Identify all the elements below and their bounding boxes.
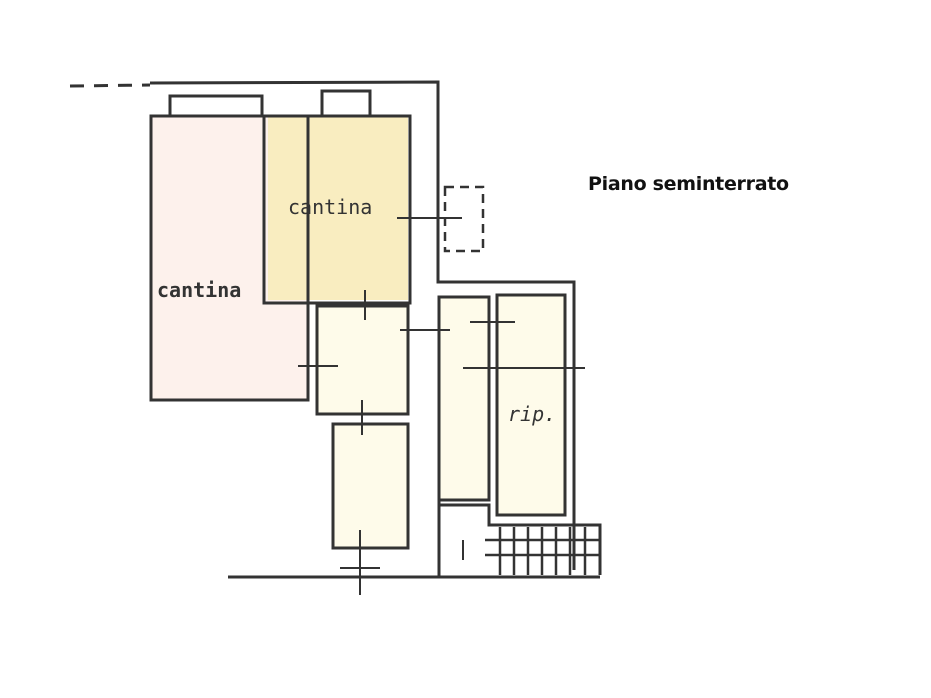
- room-cantina-right: [268, 116, 408, 300]
- walls: [69, 80, 602, 579]
- room-rip: [497, 296, 565, 515]
- room-bottom: [333, 424, 408, 548]
- room-corridor: [439, 298, 489, 500]
- room-small: [317, 306, 408, 413]
- door-marks: [298, 217, 585, 595]
- room-label-cantina-right: cantina: [288, 195, 372, 219]
- room-label-rip: rip.: [508, 402, 556, 426]
- floor-title: Piano seminterrato: [588, 173, 789, 195]
- stairs: [485, 527, 600, 575]
- room-label-cantina-left: cantina: [157, 278, 241, 302]
